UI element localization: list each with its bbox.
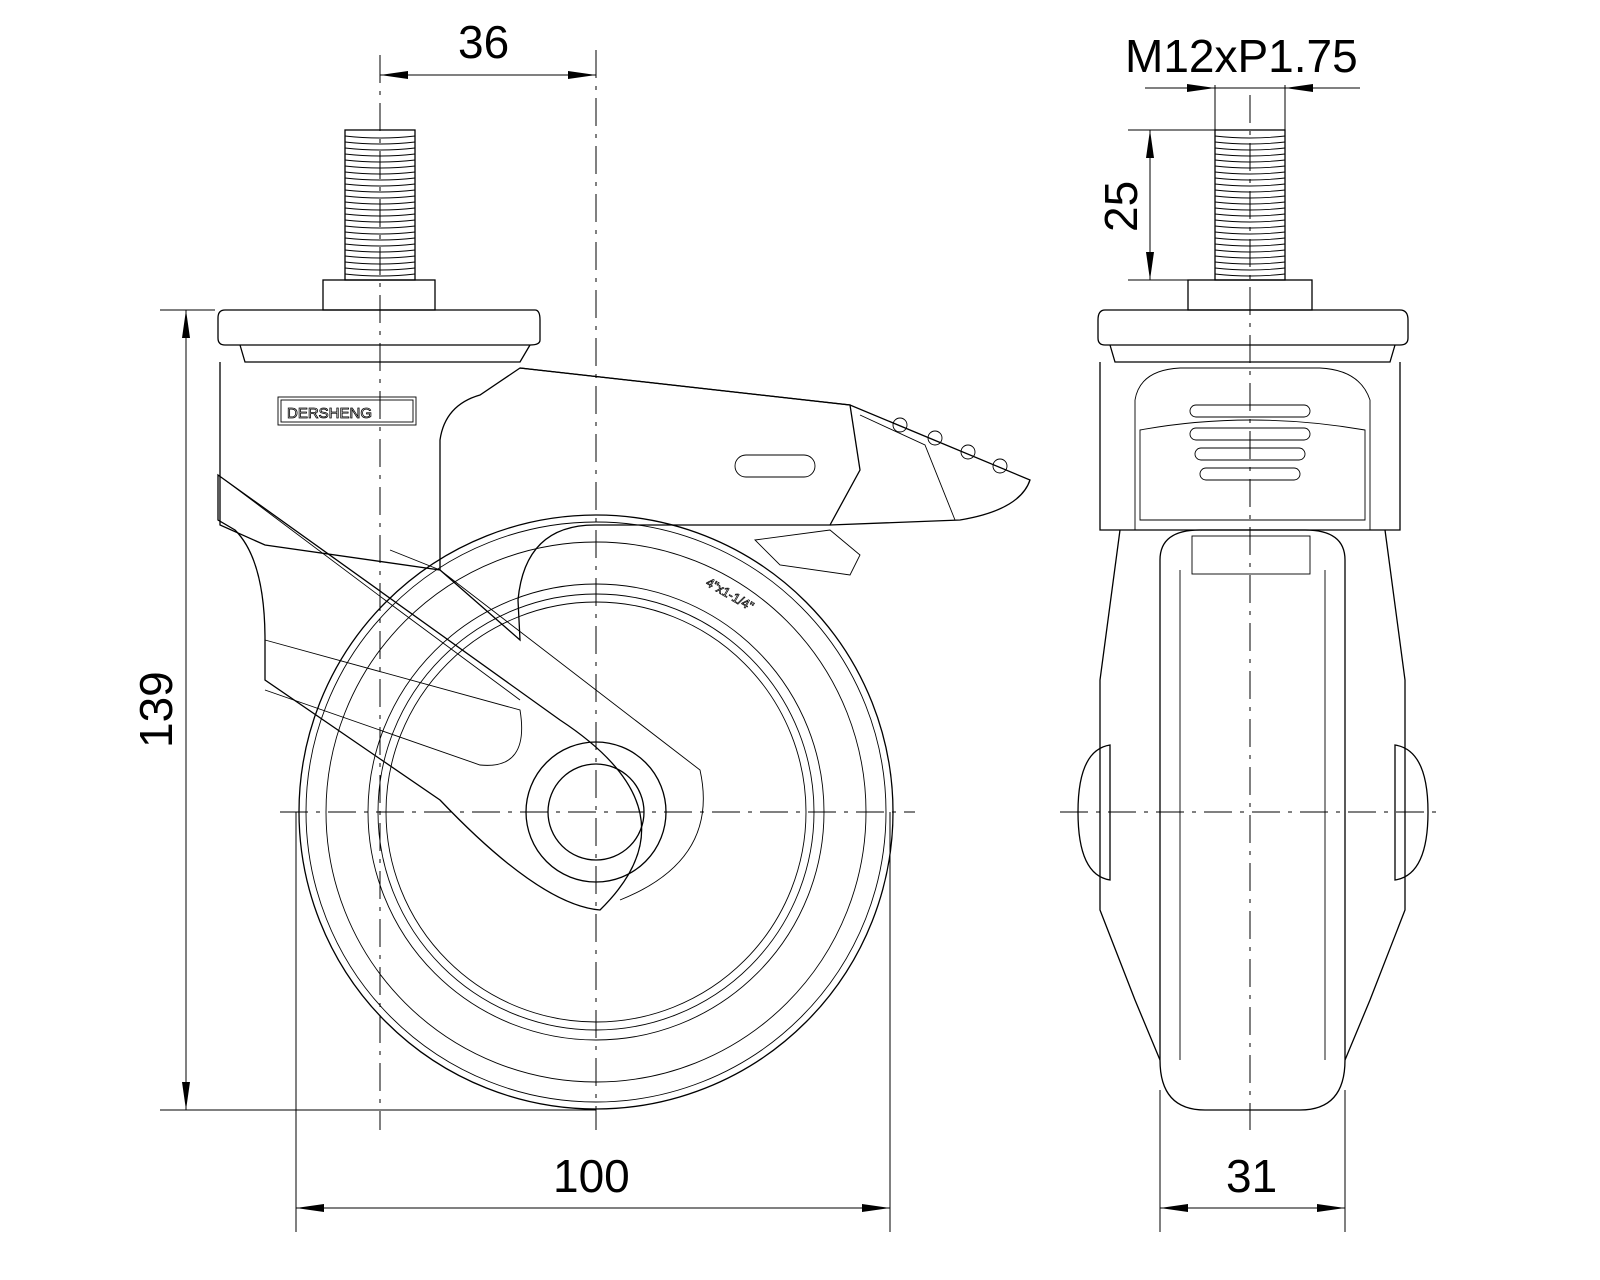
thread-line: [344, 207, 416, 211]
thread-line: [1214, 231, 1286, 235]
thread-line: [344, 189, 416, 193]
svg-text:25: 25: [1095, 181, 1147, 232]
wheel-front: [1159, 529, 1346, 1111]
wheel-side: [298, 514, 894, 1110]
brand-logo: DERSHENG: [277, 396, 417, 426]
threaded-stem-front: [1097, 129, 1409, 363]
thread-line: [344, 195, 416, 199]
thread-line: [344, 243, 416, 247]
svg-text:31: 31: [1226, 1150, 1277, 1202]
thread-line: [1214, 159, 1286, 163]
thread-line: [344, 237, 416, 241]
thread-line: [1214, 243, 1286, 247]
thread-line: [1214, 153, 1286, 157]
dim-wheel-width: 31: [1159, 1090, 1346, 1232]
thread-line: [344, 153, 416, 157]
dim-stem-length: 25: [1095, 129, 1215, 281]
thread-line: [344, 219, 416, 223]
thread-line: [344, 135, 416, 139]
thread-line: [344, 159, 416, 163]
side-view: DERSHENG 4"x1-1/4" 36 139 100: [130, 16, 1031, 1232]
thread-line: [1214, 165, 1286, 169]
thread-line: [344, 231, 416, 235]
thread-line: [1214, 219, 1286, 223]
thread-line: [344, 213, 416, 217]
thread-line: [344, 183, 416, 187]
thread-line: [1214, 237, 1286, 241]
svg-text:100: 100: [553, 1150, 630, 1202]
thread-line: [1214, 195, 1286, 199]
thread-line: [1214, 267, 1286, 271]
svg-text:M12xP1.75: M12xP1.75: [1125, 30, 1358, 82]
brake-pedal: [519, 367, 1031, 526]
thread-line: [1214, 213, 1286, 217]
svg-text:36: 36: [458, 16, 509, 68]
thread-line: [1214, 141, 1286, 145]
thread-line: [1214, 201, 1286, 205]
thread-line: [1214, 189, 1286, 193]
thread-line: [1214, 147, 1286, 151]
dim-thread: M12xP1.75: [1125, 30, 1360, 130]
thread-line: [1214, 225, 1286, 229]
thread-line: [344, 141, 416, 145]
thread-line: [344, 255, 416, 259]
thread-line: [344, 249, 416, 253]
thread-line: [344, 177, 416, 181]
thread-line: [344, 165, 416, 169]
thread-line: [1214, 249, 1286, 253]
fork-leg: [217, 473, 643, 911]
thread-line: [344, 225, 416, 229]
thread-line: [1214, 177, 1286, 181]
thread-line: [344, 267, 416, 271]
front-view: M12xP1.75 25 31: [1060, 30, 1440, 1232]
dim-stem-offset: 36: [380, 16, 596, 79]
fork-right: [1344, 529, 1406, 1061]
threaded-stem: [217, 129, 541, 363]
svg-text:DERSHENG: DERSHENG: [287, 405, 372, 422]
thread-line: [1214, 255, 1286, 259]
tire-marking: 4"x1-1/4": [704, 575, 757, 614]
thread-line: [344, 273, 416, 277]
svg-text:139: 139: [130, 671, 182, 748]
dim-overall-height: 139: [130, 309, 596, 1111]
thread-line: [344, 147, 416, 151]
thread-line: [1214, 171, 1286, 175]
thread-line: [1214, 135, 1286, 139]
thread-line: [344, 201, 416, 205]
thread-line: [1214, 207, 1286, 211]
dim-wheel-diameter: 100: [295, 812, 891, 1232]
thread-line: [344, 171, 416, 175]
thread-line: [1214, 273, 1286, 277]
swivel-housing: [219, 362, 861, 642]
thread-line: [1214, 183, 1286, 187]
thread-line: [344, 261, 416, 265]
fork-left: [1099, 529, 1161, 1061]
thread-line: [1214, 261, 1286, 265]
